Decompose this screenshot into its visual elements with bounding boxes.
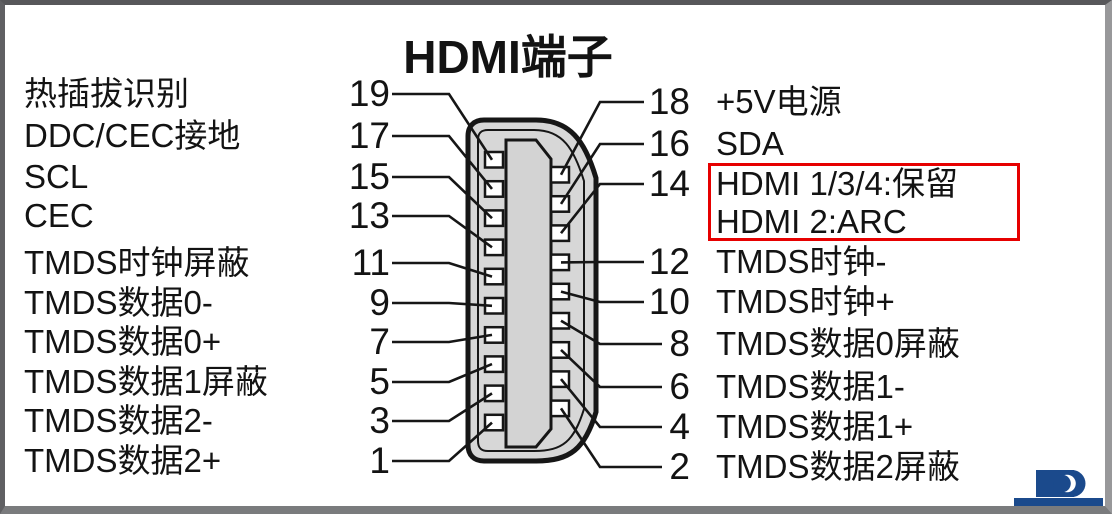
leader-line-pin-13 [392, 214, 493, 249]
pin-label-right-line2: HDMI 2:ARC [716, 202, 907, 240]
leader-line-pin-19 [392, 92, 494, 161]
pin-number-right: 4 [669, 405, 690, 447]
pin-number-left: 9 [369, 281, 390, 323]
pin-label-right: TMDS数据1+ [716, 407, 914, 445]
leader-line-pin-2 [559, 407, 662, 469]
pin-label-left: CEC [24, 196, 94, 234]
connector-pin-3 [483, 384, 505, 403]
leader-line-pin-17 [392, 134, 494, 190]
leader-lines [392, 92, 662, 469]
pin-label-right: TMDS数据2屏蔽 [716, 447, 960, 485]
leader-line-pin-7 [392, 333, 493, 344]
pin-label-left: 热插拔识别 [24, 74, 189, 112]
pin-number-left: 17 [348, 114, 390, 156]
pin-label-right: HDMI 1/3/4:保留 [716, 164, 959, 202]
pin-label-right: +5V电源 [716, 82, 842, 120]
pin-number-left: 15 [348, 155, 390, 197]
pin-label-right: TMDS数据0屏蔽 [716, 324, 960, 362]
pin-label-left: TMDS数据2+ [24, 441, 222, 479]
leader-line-pin-10 [560, 290, 644, 304]
leader-line-pin-15 [392, 175, 493, 220]
connector-pin-11 [483, 267, 505, 286]
leader-line-pin-4 [559, 378, 662, 429]
pin-label-left: TMDS数据1屏蔽 [24, 362, 268, 400]
pin-number-left: 11 [351, 241, 390, 283]
pin-label-right: TMDS时钟- [716, 242, 887, 280]
pin-number-right: 6 [669, 365, 690, 407]
pin-number-left: 3 [369, 399, 390, 441]
arc-highlight-box [708, 163, 1020, 241]
pin-label-left: TMDS数据2- [24, 401, 213, 439]
page-title: HDMI端子 [403, 31, 613, 83]
leader-line-pin-5 [392, 362, 493, 384]
pin-number-right: 2 [669, 445, 690, 487]
leader-line-pin-11 [392, 261, 493, 278]
pin-number-left: 13 [348, 194, 390, 236]
pin-label-right: TMDS数据1- [716, 367, 905, 405]
pin-number-left: 7 [369, 320, 390, 362]
pin-number-right: 8 [669, 322, 690, 364]
leader-line-pin-1 [392, 421, 493, 463]
pin-number-right: 18 [648, 80, 690, 122]
pin-number-left: 1 [369, 439, 390, 481]
logo-d-icon [1036, 470, 1086, 497]
leader-line-pin-9 [392, 301, 493, 308]
leader-line-pin-6 [560, 348, 662, 389]
pin-number-right: 10 [648, 280, 690, 322]
leader-line-pin-16 [559, 142, 644, 205]
pin-label-left: TMDS数据0+ [24, 322, 222, 360]
connector-pin-5 [483, 355, 505, 374]
pin-number-left: 19 [348, 72, 390, 114]
pin-number-right: 14 [648, 162, 690, 204]
logo-bar [1014, 498, 1103, 511]
leader-line-pin-8 [560, 319, 662, 346]
pin-number-right: 12 [648, 240, 690, 282]
connector-pin-10 [549, 282, 571, 301]
leader-line-pin-14 [559, 182, 644, 235]
connector-pin-8 [549, 311, 571, 330]
connector-pin-13 [483, 238, 505, 257]
pin-number-left: 5 [369, 360, 390, 402]
pin-number-right: 16 [648, 122, 690, 164]
pin-label-left: DDC/CEC接地 [24, 116, 241, 154]
leader-line-pin-3 [392, 392, 493, 423]
pin-label-left: TMDS数据0- [24, 283, 213, 321]
leader-line-pin-18 [559, 100, 644, 176]
pin-label-left: SCL [24, 157, 89, 195]
connector-pins-left [483, 150, 505, 432]
pin-label-right: TMDS时钟+ [716, 282, 895, 320]
pin-label-right: SDA [716, 124, 784, 162]
connector-tongue [504, 138, 553, 449]
pin-label-left: TMDS时钟屏蔽 [24, 243, 250, 281]
